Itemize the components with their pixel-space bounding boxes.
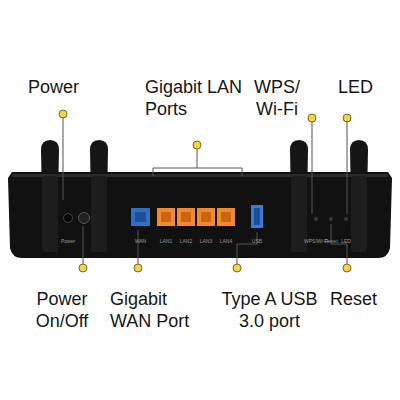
- leader-line: [83, 226, 84, 268]
- callout-label: Type A USB 3.0 port: [207, 288, 332, 332]
- wan-port-inner: [135, 212, 146, 222]
- bracket: [153, 168, 242, 176]
- port-label: Power: [58, 238, 78, 244]
- callout-label: Power: [28, 76, 98, 98]
- power-button: [79, 213, 90, 224]
- port-label: LAN4: [216, 238, 236, 244]
- reset-hole: [329, 217, 333, 221]
- port-label: LAN2: [176, 238, 196, 244]
- leader-line: [331, 224, 347, 268]
- callout-label: LED: [338, 76, 388, 98]
- usb-port: [251, 205, 263, 228]
- port-label: LAN1: [156, 238, 176, 244]
- antenna-base: [351, 176, 367, 252]
- port-label: USB: [247, 238, 267, 244]
- port-label: WAN: [130, 238, 151, 244]
- callout-label: Gigabit LAN Ports: [145, 76, 260, 120]
- lan-port-inner: [201, 212, 211, 222]
- antenna-bases: [42, 176, 367, 252]
- power-jack: [64, 214, 73, 223]
- lan-ports: [157, 208, 235, 226]
- lan-port-inner: [181, 212, 191, 222]
- port-label: Reset: [322, 238, 340, 244]
- leader-line: [138, 230, 139, 268]
- callout-dot: [343, 264, 351, 272]
- lan-port: [177, 208, 195, 226]
- led-switch: [344, 217, 348, 221]
- port-label: LAN3: [196, 238, 216, 244]
- lan-port: [157, 208, 175, 226]
- lan-port: [217, 208, 235, 226]
- callout-dots: [59, 110, 351, 272]
- callout-dot: [193, 141, 201, 149]
- callout-dot: [79, 264, 87, 272]
- leader-line: [347, 118, 348, 214]
- lan-port-inner: [221, 212, 231, 222]
- leader-line: [63, 114, 64, 200]
- port-label: WPS/Wi-Fi: [304, 238, 328, 244]
- port-label: LED: [338, 238, 354, 244]
- callout-dot: [308, 114, 316, 122]
- antenna-base: [42, 176, 58, 252]
- callout-dot: [233, 264, 241, 272]
- callout-label: Power On/Off: [30, 288, 94, 332]
- wan-port: [131, 208, 150, 226]
- lan-port-inner: [161, 212, 171, 222]
- wps-button: [314, 217, 318, 221]
- usb-port-inner: [254, 208, 260, 225]
- router-body: [8, 172, 392, 258]
- antenna-base: [91, 176, 107, 252]
- callout-label: Reset: [330, 288, 390, 310]
- callout-dot: [59, 110, 67, 118]
- callout-label: WPS/ Wi-Fi: [248, 76, 306, 120]
- lan-port: [197, 208, 215, 226]
- callout-dot: [343, 114, 351, 122]
- callout-dot: [134, 264, 142, 272]
- leader-line: [312, 118, 313, 214]
- leader-lines: [63, 114, 347, 268]
- body-edge: [12, 174, 388, 177]
- callout-label: Gigabit WAN Port: [110, 288, 202, 332]
